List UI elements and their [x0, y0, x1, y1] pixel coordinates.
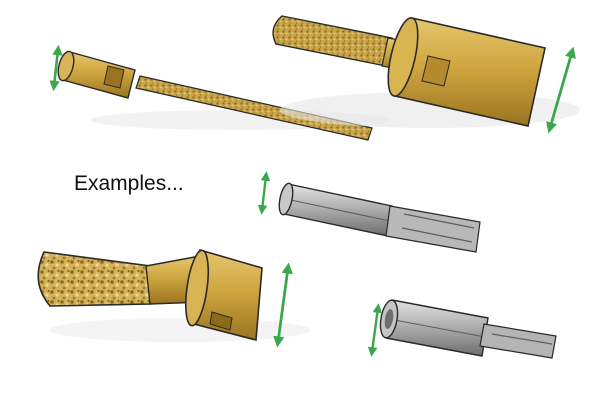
grit-head	[272, 15, 393, 67]
diameter-arrow-icon	[367, 303, 383, 357]
shank-flat	[421, 55, 451, 87]
shank-flat	[209, 311, 233, 331]
hex-end	[278, 182, 294, 216]
shadow	[50, 318, 310, 342]
diameter-arrow-icon	[49, 44, 63, 92]
shank-end	[184, 249, 210, 327]
slotted-tip	[385, 205, 481, 253]
diameter-arrow-icon	[257, 171, 271, 215]
diameter-arrow-icon	[273, 262, 293, 348]
slot-line	[401, 227, 473, 243]
collar-flat	[103, 65, 125, 89]
gold-cylinder-burr-large	[272, 15, 580, 134]
diameter-arrow-icon	[546, 46, 576, 134]
socket-hole	[384, 309, 394, 329]
gold-tapered-burr-coarse	[37, 248, 310, 348]
shank	[479, 323, 557, 359]
slot-line	[403, 213, 475, 229]
shank-end	[387, 17, 419, 97]
grit-head	[37, 251, 151, 307]
shank-line	[491, 333, 553, 345]
gold-pencil-burr-thin	[49, 44, 390, 141]
hex-edge	[285, 198, 391, 222]
examples-caption: Examples...	[74, 172, 184, 195]
steel-hex-adapter-shank	[367, 299, 557, 359]
steel-hex-adapter-slotted	[257, 171, 481, 253]
hex-edge	[388, 318, 486, 338]
